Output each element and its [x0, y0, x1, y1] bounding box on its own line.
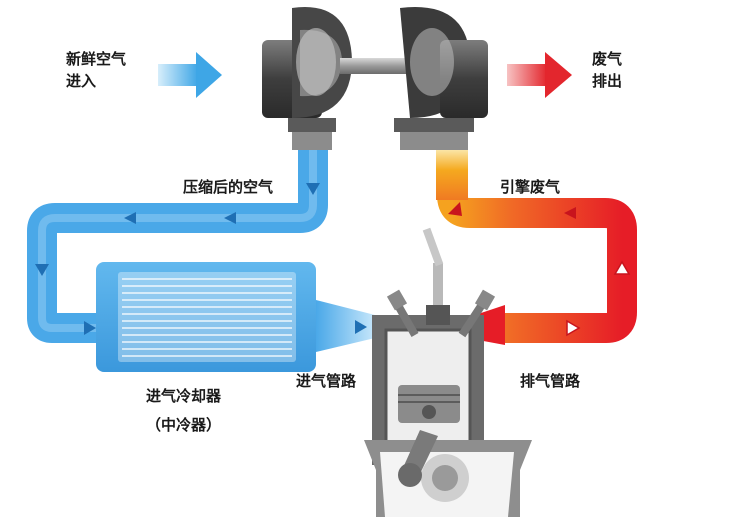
fresh-air-label: 新鲜空气 进入: [66, 48, 126, 92]
exhaust-out-label: 废气 排出: [592, 48, 622, 92]
fresh-air-label-line2: 进入: [66, 72, 97, 90]
flow-arrow-right-1: [84, 321, 96, 335]
intake-pipe: [316, 300, 375, 352]
intercooler-label: 进气冷却器: [146, 387, 222, 405]
compressed-air-pipe: [27, 150, 328, 343]
flow-arrow-left-2: [124, 212, 136, 224]
compressed-air-label: 压缩后的空气: [183, 178, 274, 196]
fresh-air-arrow: [158, 52, 222, 98]
flow-arrow-up-left: [448, 202, 462, 216]
flow-arrows: [35, 183, 367, 335]
exhaust-out-arrow: [507, 52, 572, 98]
flow-arrow-left-1: [224, 212, 236, 224]
exhaust-out-label-line1: 废气: [592, 50, 623, 68]
exhaust-pipe-label: 排气管路: [520, 372, 581, 390]
exhaust-out-label-line2: 排出: [592, 72, 623, 90]
intercooler: [96, 262, 316, 372]
flow-arrow-right-hot: [566, 319, 581, 337]
fresh-air-label-line1: 新鲜空气: [66, 50, 127, 68]
intercooler-alt-label: （中冷器）: [146, 416, 222, 434]
engine-exhaust-label: 引擎废气: [500, 178, 561, 196]
flow-arrow-up-hot: [613, 260, 631, 275]
flow-arrow-left-hot: [564, 207, 576, 219]
intake-pipe-label: 进气管路: [296, 372, 357, 390]
turbocharger: [262, 7, 488, 150]
flow-arrow-right-2: [355, 320, 367, 334]
flow-arrow-down-2: [35, 264, 49, 276]
flow-arrow-down-1: [306, 183, 320, 195]
engine: [364, 227, 532, 517]
hot-flow-arrows: [448, 202, 631, 337]
